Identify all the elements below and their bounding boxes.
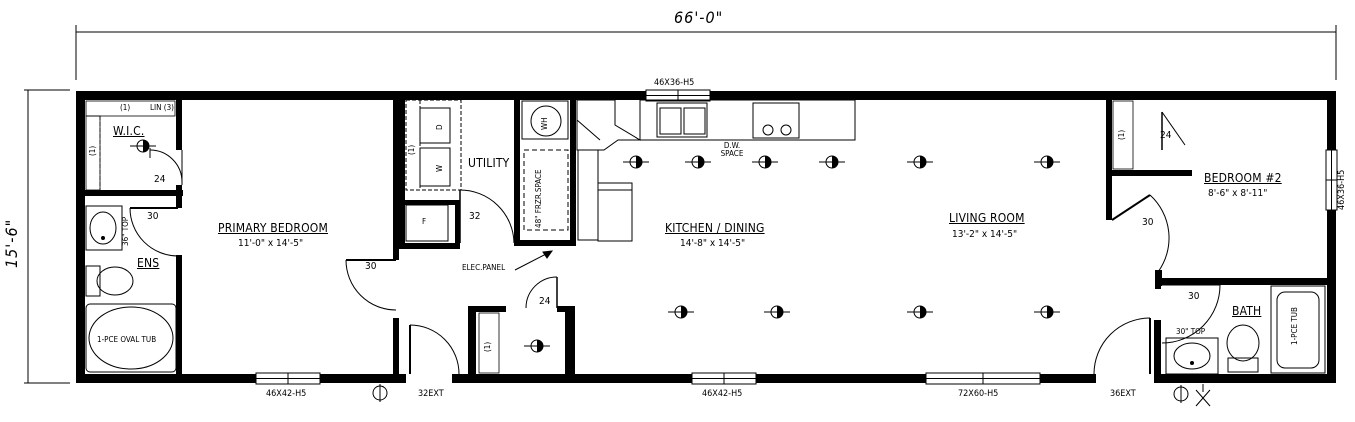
vanity-bath-label: 30" TOP (1176, 327, 1206, 336)
water-heater-label: WH (540, 117, 549, 130)
door-label-bed2-closet: 24 (1160, 130, 1172, 141)
room-wic: W.I.C. (113, 124, 145, 138)
linen-label: LIN (3) (150, 103, 174, 112)
window-label-right-bedroom: 46X36-H5 (1337, 169, 1347, 210)
vanity-ens-label: 36" TOP (121, 216, 130, 246)
kitchen-cabinets (576, 99, 856, 242)
washer-label: W (435, 164, 444, 172)
room-utility: UTILITY (468, 156, 510, 170)
interior-walls (85, 100, 1327, 374)
door-label-bed2: 30 (1142, 217, 1154, 228)
room-bedroom-2-size: 8'-6" x 8'-11" (1208, 188, 1268, 199)
shelf-label-utility: (1) (407, 144, 416, 155)
door-label-rear: 36EXT (1110, 389, 1136, 399)
overall-depth-label: 15'-6" (2, 218, 21, 268)
door-label-primary: 30 (365, 261, 377, 272)
shelf-label-wic: (1) (120, 103, 131, 112)
shelving (85, 100, 1134, 374)
exterior-doors (406, 317, 1154, 385)
elec-panel-label: ELEC.PANEL (462, 263, 506, 272)
shelf-label-hall: (1) (483, 341, 492, 352)
dryer-label: D (435, 124, 444, 130)
window-label-bottom-primary: 46X42-H5 (266, 389, 307, 399)
room-living-room-size: 13'-2" x 14'-5" (952, 229, 1018, 240)
interior-doors (129, 111, 1221, 344)
tub-ens-label: 1-PCE OVAL TUB (97, 335, 157, 344)
door-label-utility: 32 (469, 211, 481, 222)
overall-depth-dimension (24, 89, 70, 384)
room-bath: BATH (1232, 304, 1262, 318)
overall-width-dimension (75, 25, 1337, 80)
room-bedroom-2: BEDROOM #2 (1204, 171, 1282, 185)
room-kitchen-dining: KITCHEN / DINING (665, 221, 765, 235)
window-label-bottom-kitchen: 46X42-H5 (702, 389, 743, 399)
tub-bath-label: 1-PCE TUB (1290, 307, 1299, 345)
elec-panel-leader (514, 250, 554, 271)
windows (255, 89, 1338, 385)
exterior-walls (76, 91, 1336, 383)
bath-fixtures (1165, 285, 1326, 375)
window-label-bottom-living: 72X60-H5 (958, 389, 999, 399)
ceiling-lights (130, 139, 1060, 353)
room-living-room: LIVING ROOM (949, 211, 1025, 225)
exterior-meters (372, 384, 1211, 407)
door-label-front: 32EXT (418, 389, 444, 399)
shelf-label-bed2: (1) (1117, 129, 1126, 140)
freezer-label: 48" FRZR.SPACE (534, 169, 543, 228)
room-primary-bedroom: PRIMARY BEDROOM (218, 221, 328, 235)
dishwasher-label: D.W. SPACE (720, 141, 744, 158)
room-kitchen-dining-size: 14'-8" x 14'-5" (680, 238, 746, 249)
door-label-ens: 30 (147, 211, 159, 222)
ensuite-fixtures (85, 205, 177, 373)
furnace-label: F (422, 217, 427, 226)
door-label-closet-hall: 24 (539, 296, 551, 307)
overall-width-label: 66'-0" (674, 8, 724, 27)
door-label-wic: 24 (154, 174, 166, 185)
door-label-bath: 30 (1188, 291, 1200, 302)
shelf-label-wic-side: (1) (88, 145, 97, 156)
utility-fixtures (405, 99, 569, 242)
window-label-top-kitchen: 46X36-H5 (654, 78, 695, 88)
room-primary-bedroom-size: 11'-0" x 14'-5" (238, 238, 304, 249)
room-ensuite: ENS (137, 256, 160, 270)
